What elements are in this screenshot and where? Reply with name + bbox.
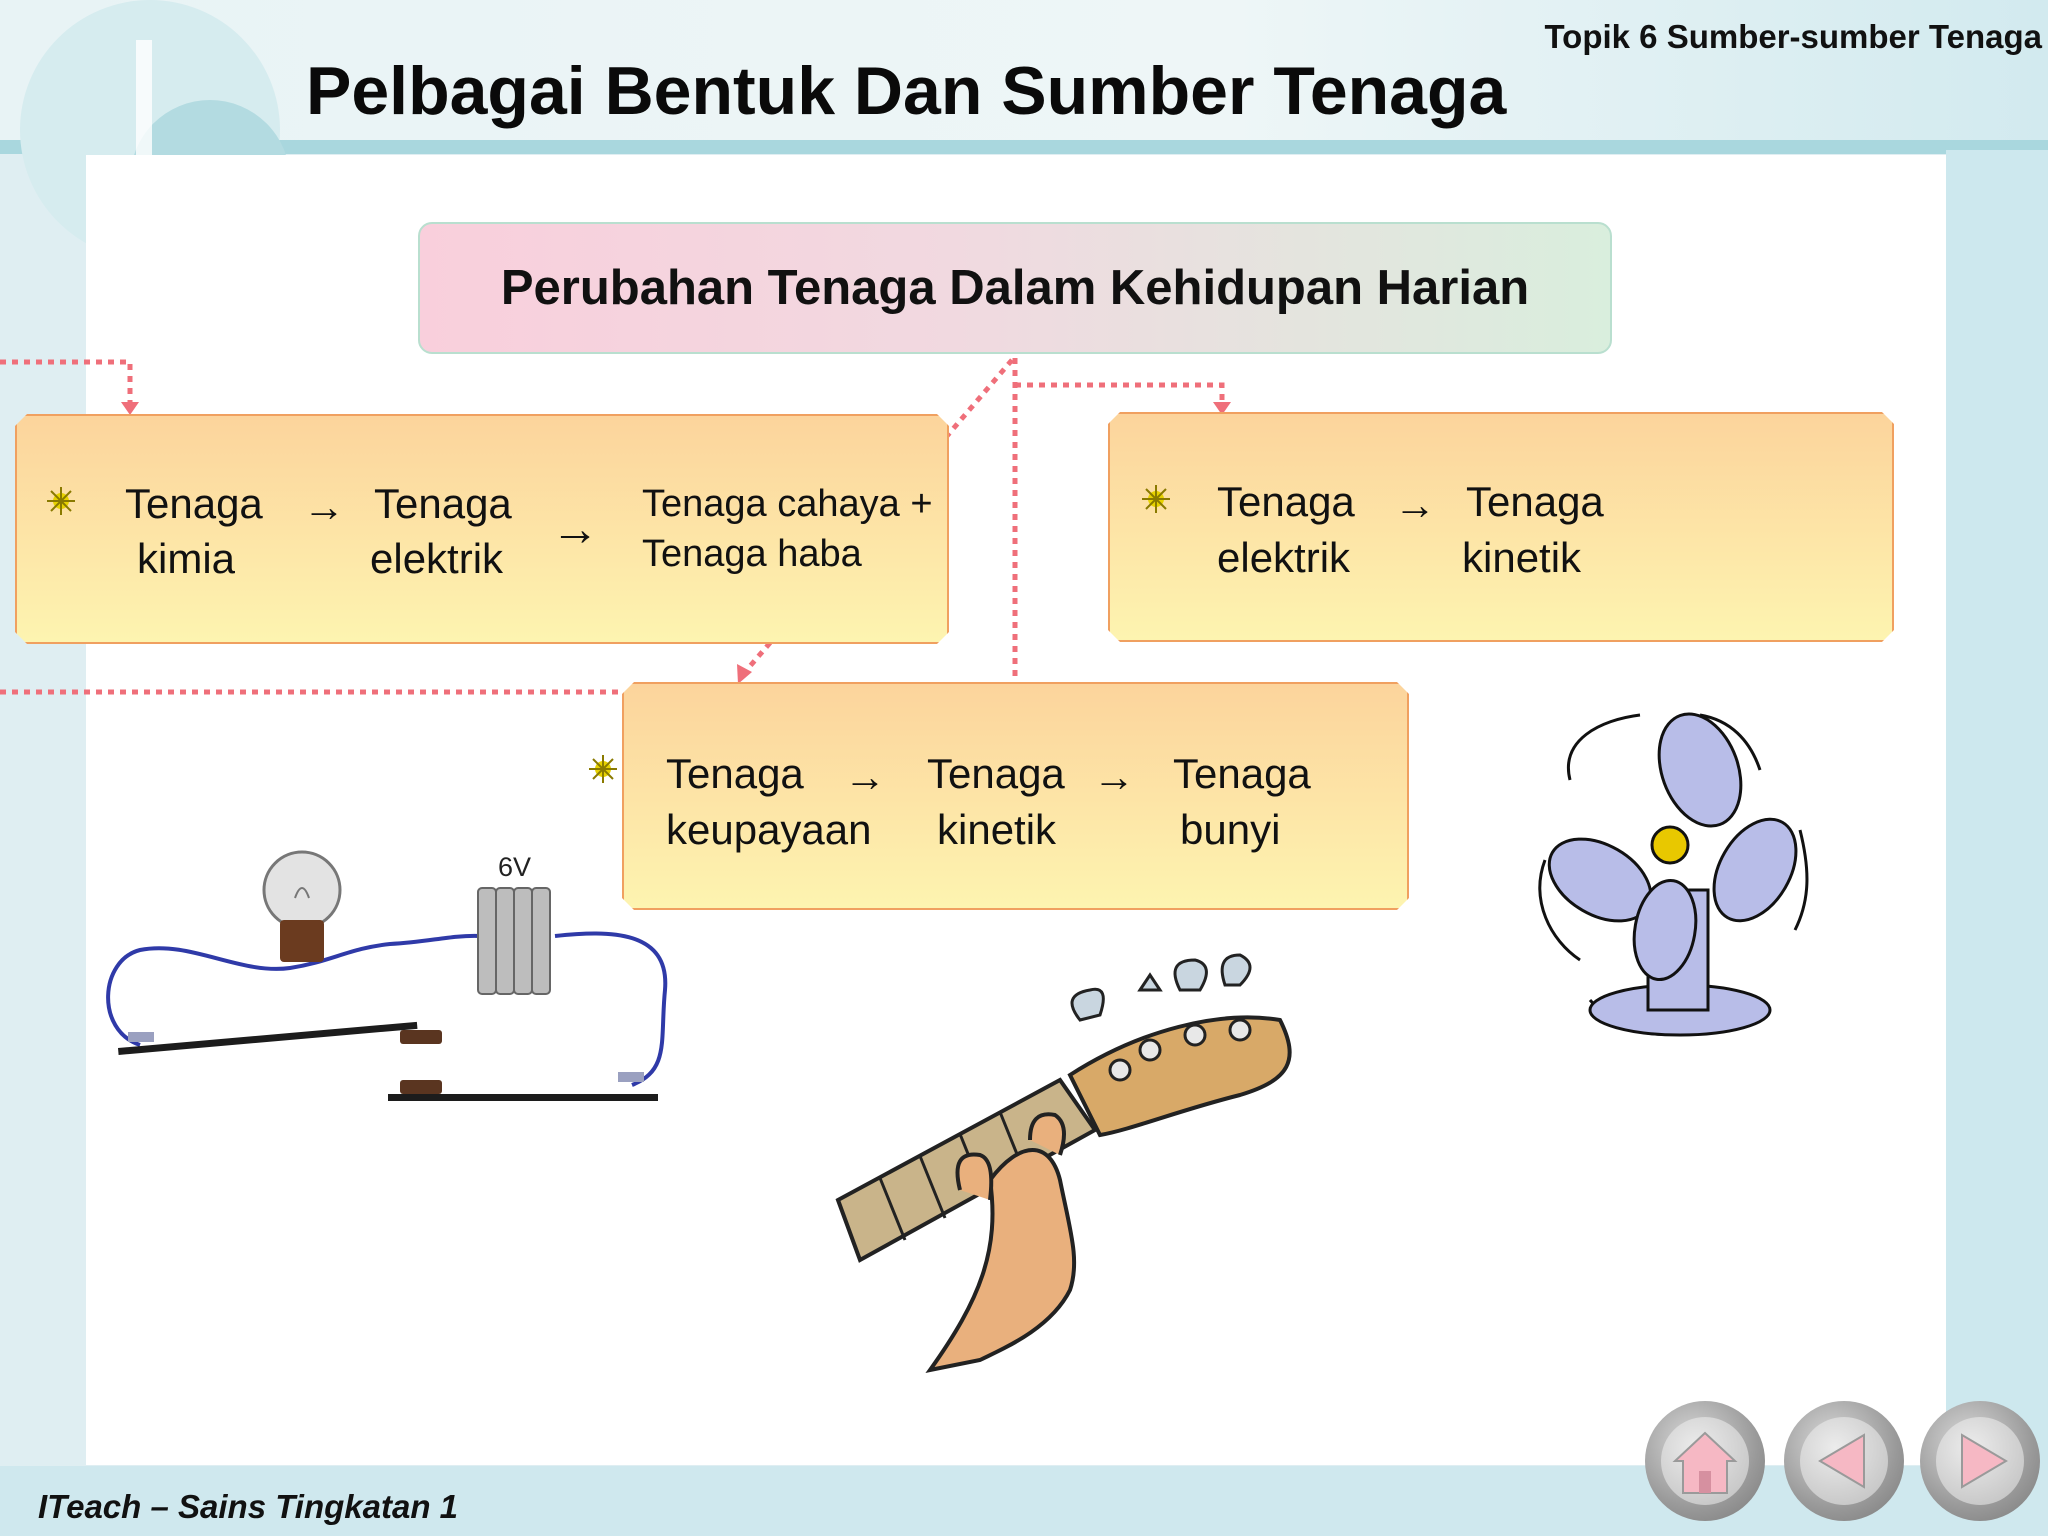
box1-from-line1: Tenaga [125,480,263,527]
energy-chain-guitar [622,682,1409,910]
home-icon [1672,1431,1738,1494]
slide-title: Pelbagai Bentuk Dan Sumber Tenaga [306,53,1507,129]
energy-chain-fan [1108,412,1894,642]
box1-mid-line1: Tenaga [374,480,512,527]
arrow-icon: → [844,753,886,800]
box3-from-line2: keupayaan [666,806,872,853]
box3-mid-line2: kinetik [937,806,1057,853]
box1-mid-line2: elektrik [370,535,504,582]
home-button[interactable] [1645,1401,1765,1521]
box1-to-line2: Tenaga haba [642,533,862,575]
forward-button[interactable] [1920,1401,2040,1521]
footer-text: ITeach – Sains Tingkatan 1 [38,1488,458,1525]
starburst-bullet-icon [47,487,75,515]
box2-to-line1: Tenaga [1466,478,1604,525]
forward-triangle-icon [1961,1433,2008,1489]
topic-label: Topik 6 Sumber-sumber Tenaga [1544,18,2042,55]
box1-from-line2: kimia [137,535,236,582]
arrow-icon: → [551,503,599,556]
battery-label: 6V [498,852,532,882]
box3-mid-line1: Tenaga [927,750,1065,797]
arrow-icon: → [1394,481,1436,528]
arrow-icon: → [303,483,345,530]
box1-to-line1: Tenaga cahaya + [642,483,933,525]
box2-from-line1: Tenaga [1217,478,1355,525]
diagram-heading-box: Perubahan Tenaga Dalam Kehidupan Harian [418,222,1612,354]
box2-to-line2: kinetik [1462,534,1582,581]
energy-chain-battery-bulb [15,414,949,644]
box2-from-line2: elektrik [1217,534,1351,581]
starburst-bullet-icon [589,755,617,783]
box3-from-line1: Tenaga [666,750,804,797]
back-button[interactable] [1784,1401,1904,1521]
arrow-icon: → [1093,753,1135,800]
starburst-bullet-icon [1142,485,1170,513]
back-triangle-icon [1818,1433,1865,1489]
box3-to-line2: bunyi [1180,806,1281,853]
box3-to-line1: Tenaga [1173,750,1311,797]
diagram-heading: Perubahan Tenaga Dalam Kehidupan Harian [500,261,1530,315]
